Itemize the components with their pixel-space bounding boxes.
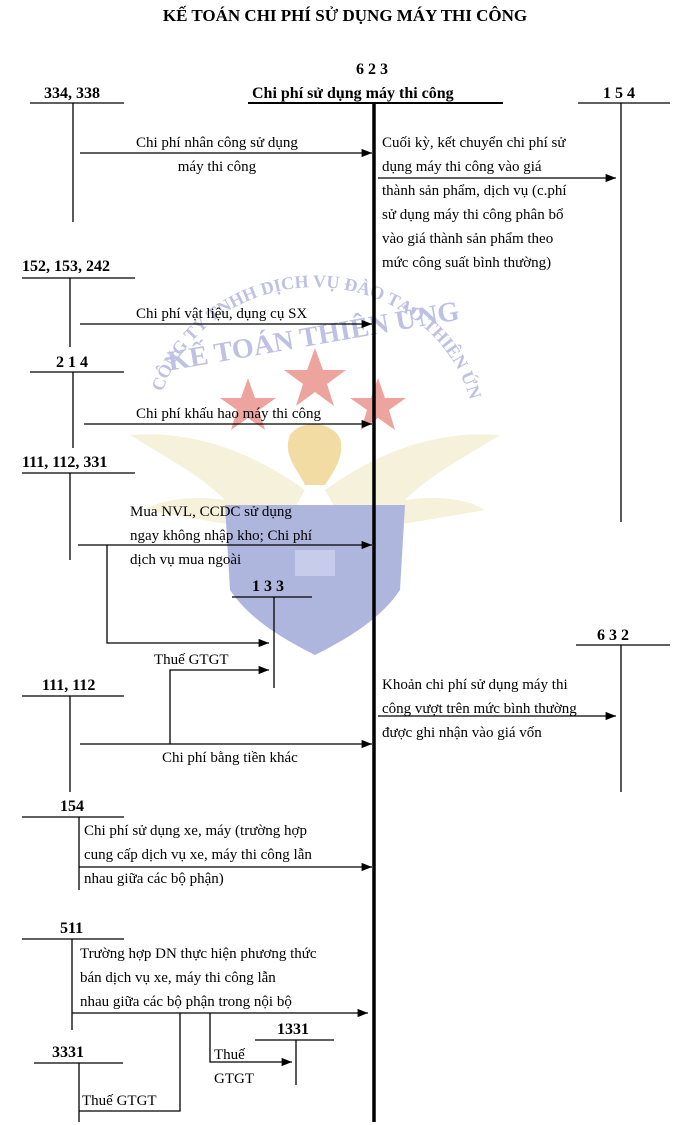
monitor-icon (295, 550, 335, 576)
arrow-vat-1331 (209, 1013, 292, 1067)
account-111-112-331: 111, 112, 331 (22, 454, 108, 471)
entry-materials: Chi phí vật liệu, dụng cụ SX (136, 306, 308, 322)
account-111-112: 111, 112 (42, 677, 96, 694)
eagle-icon (287, 424, 342, 485)
account-3331: 3331 (52, 1044, 84, 1061)
account-214: 2 1 4 (56, 354, 88, 371)
account-152-153-242: 152, 153, 242 (22, 258, 110, 275)
shield-icon (225, 505, 405, 655)
account-154-right: 1 5 4 (603, 85, 635, 102)
account-623-name: Chi phí sử dụng máy thi công (252, 85, 454, 102)
entry-vat-1331: Thuế GTGT (214, 1047, 254, 1087)
account-1331: 1331 (277, 1021, 309, 1038)
entry-other-cash: Chi phí bằng tiền khác (162, 750, 298, 766)
star-icon-right (350, 378, 406, 430)
diagram-title: KẾ TOÁN CHI PHÍ SỬ DỤNG MÁY THI CÔNG (162, 6, 528, 25)
account-511: 511 (60, 920, 84, 937)
entry-internal-use: Chi phí sử dụng xe, máy (trường hợp cung… (84, 823, 312, 887)
entry-internal-sale: Trường hợp DN thực hiện phương thức bán … (80, 946, 317, 1010)
entry-purchase: Mua NVL, CCDC sử dụng ngay không nhập kh… (130, 504, 313, 568)
account-334-338: 334, 338 (44, 85, 100, 102)
star-icon-left (220, 378, 276, 430)
account-623-code: 6 2 3 (356, 61, 388, 78)
account-154-left: 154 (60, 798, 84, 815)
account-133: 1 3 3 (252, 578, 284, 595)
company-watermark: CÔNG TY TNHH DỊCH VỤ ĐÀO TẠO THIÊN ỨNG K… (130, 260, 500, 655)
entry-labor: Chi phí nhân công sử dụng máy thi công (136, 135, 298, 175)
arrow-vat-3331 (79, 1013, 181, 1112)
entry-vat-133: Thuế GTGT (154, 652, 229, 668)
entry-excess: Khoản chi phí sử dụng máy thi công vượt … (382, 677, 577, 741)
account-632: 6 3 2 (597, 627, 629, 644)
entry-transfer: Cuối kỳ, kết chuyển chi phí sử dụng máy … (382, 135, 567, 271)
star-icon-center (284, 348, 346, 406)
arrow-other-cash-vat (169, 665, 269, 744)
entry-depreciation: Chi phí khấu hao máy thi công (136, 406, 321, 422)
arrow-purchase-vat (106, 545, 269, 648)
entry-vat-3331: Thuế GTGT (82, 1093, 157, 1109)
